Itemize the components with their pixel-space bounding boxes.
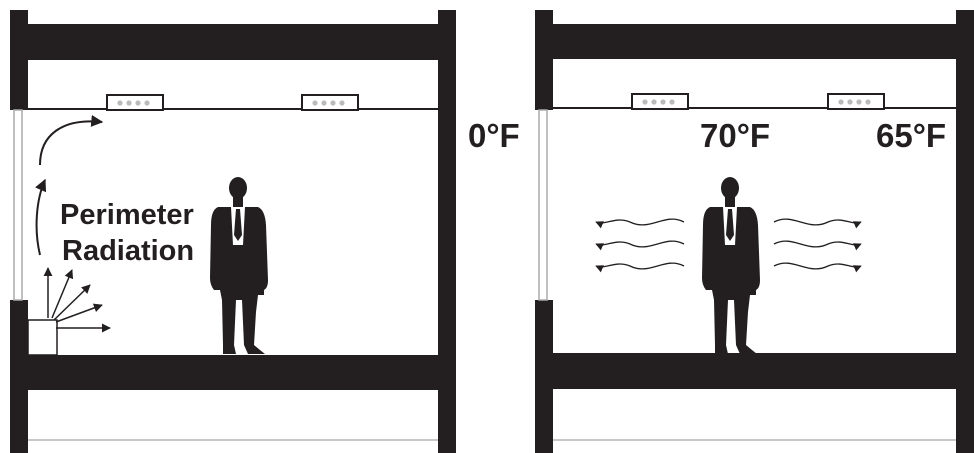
left-upper-slab: [10, 24, 456, 60]
left-interior-column: [438, 10, 456, 453]
perimeter-label-line2: Radiation: [62, 235, 194, 267]
right-upper-slab: [535, 24, 974, 59]
left-diffuser-2: [301, 94, 359, 111]
left-window-glass: [13, 109, 23, 301]
radiant-heat-arrows: [43, 267, 111, 333]
right-person-silhouette: [702, 177, 760, 354]
temperature-interior: 65°F: [876, 117, 946, 154]
perimeter-radiator: [27, 319, 58, 356]
right-diffuser-1: [631, 93, 689, 110]
right-window-glass: [538, 109, 548, 301]
outdoor-temperature: 0°F: [468, 117, 520, 154]
left-person-silhouette: [210, 177, 268, 354]
left-diffuser-1: [106, 94, 164, 111]
air-flow-arrows-right: [773, 218, 862, 273]
right-interior-column: [956, 10, 974, 453]
temperature-near-window: 70°F: [700, 117, 770, 154]
perimeter-label-line1: Perimeter: [60, 199, 194, 231]
air-flow-arrows-left: [595, 218, 685, 273]
left-panel: Perimeter Radiation: [10, 10, 456, 453]
left-floor-slab: [10, 355, 456, 390]
right-diffuser-2: [827, 93, 885, 110]
right-floor-slab: [535, 353, 974, 389]
convection-arrows: [35, 114, 104, 256]
right-panel: 70°F 65°F: [535, 10, 974, 453]
